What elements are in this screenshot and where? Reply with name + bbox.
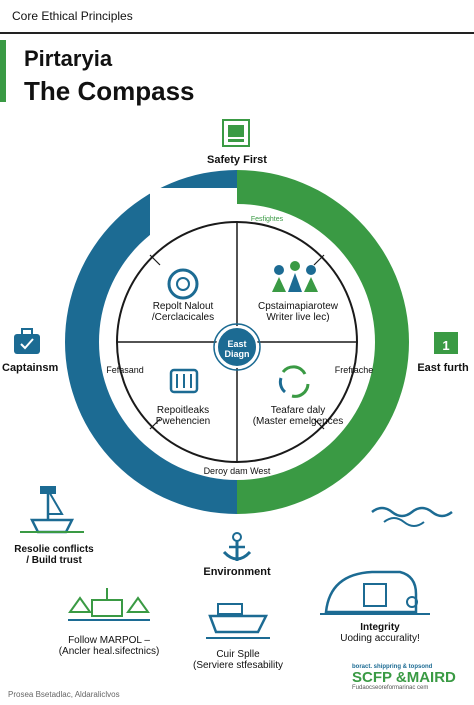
wave-icon — [371, 506, 453, 527]
header-text: Core Ethical Principles — [12, 9, 133, 23]
quadrant-title: Teafare daly — [270, 405, 326, 416]
safety-sign-icon — [222, 119, 250, 147]
compass-center-label: East Diagn — [224, 339, 250, 359]
quadrant-bottom-right: Teafare daly (Master emelgences — [240, 405, 356, 427]
container-icon — [169, 368, 199, 394]
outer-ring-green — [237, 170, 409, 514]
quadrant-subtitle: Writer live lec) — [266, 312, 330, 323]
quadrant-title: Cpstaimapiarotew — [257, 301, 339, 312]
item-subtitle: (Ancler heal.sifectnics) — [58, 646, 160, 657]
anchor-icon — [222, 532, 252, 561]
item-subtitle: (Serviere stfesability — [192, 660, 284, 671]
inner-right-label: Frefrache — [334, 365, 374, 375]
item-subtitle: / Build trust — [26, 555, 82, 566]
east-furth-label: East furth — [417, 362, 469, 374]
recycle-icon — [278, 365, 310, 398]
item-title: Integrity — [360, 622, 400, 633]
ship-crane-icon — [20, 486, 84, 534]
port-icon — [68, 588, 150, 621]
item-title: Follow MARPOL – — [68, 635, 150, 646]
item-subtitle: Uoding accurality! — [340, 633, 420, 644]
inner-top-small-label: Fesfightes — [250, 216, 284, 223]
quadrant-title: Repolt Nalout — [152, 301, 214, 312]
quadrant-subtitle: /Cerclacicales — [151, 312, 215, 323]
quadrant-subtitle: Pwehencien — [155, 416, 211, 427]
environment-label: Environment — [203, 566, 271, 578]
accent-bar — [0, 40, 6, 102]
life-ring-icon — [167, 268, 199, 300]
quadrant-top-right: Cpstaimapiarotew Writer live lec) — [240, 301, 356, 323]
captainsm-label: Captainsm — [2, 362, 59, 374]
bottom-item-cuir: Cuir Splle (Serviere stfesability — [186, 649, 290, 671]
briefcase-check-icon — [14, 328, 40, 354]
bottom-item-integrity: Integrity Uoding accurality! — [330, 622, 430, 644]
bottom-item-marpol: Follow MARPOL – (Ancler heal.sifectnics) — [44, 635, 174, 657]
inner-left-label: Fefasand — [106, 365, 144, 375]
outer-ring-blue — [65, 170, 237, 514]
title-line-2: The Compass — [24, 76, 195, 106]
logo-main-text: SCFP &MAIRD — [352, 669, 456, 686]
safety-first-label: Safety First — [207, 154, 267, 166]
quadrant-top-left: Repolt Nalout /Cerclacicales — [128, 301, 238, 323]
quadrant-subtitle: (Master emelgences — [252, 416, 344, 427]
svg-text:1: 1 — [442, 338, 449, 353]
logo-sub-text: Fudaocseoreformarinac cem — [352, 685, 429, 691]
title-line-1: Pirtaryia — [24, 46, 113, 71]
bottom-item-resolve: Resolie conflicts / Build trust — [2, 544, 106, 566]
team-icon — [272, 261, 318, 292]
whale-icon — [320, 570, 430, 615]
inner-bottom-label: Deroy dam West — [203, 466, 271, 476]
quadrant-title: Repoitleaks — [156, 405, 210, 416]
logo-top-text: boract. shippring & topsond — [352, 664, 433, 670]
cargo-ship-icon — [206, 603, 270, 639]
calendar-icon: 1 — [434, 332, 458, 354]
footer-text: Prosea Bsetadlac, Aldaraliclvos — [8, 690, 120, 699]
brand-logo: boract. shippring & topsond SCFP &MAIRD … — [352, 664, 470, 700]
item-title: Cuir Splle — [216, 649, 260, 660]
compass-center — [216, 326, 258, 368]
item-title: Resolie conflicts — [14, 544, 94, 555]
quadrant-bottom-left: Repoitleaks Pwehencien — [128, 405, 238, 427]
header-strip — [0, 0, 474, 34]
